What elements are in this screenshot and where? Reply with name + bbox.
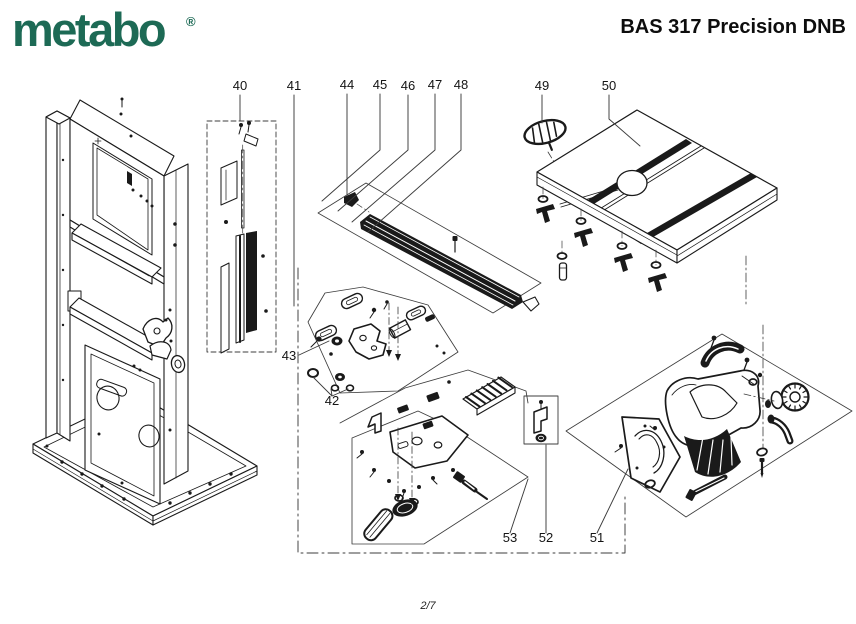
- part-label-50: 50: [602, 78, 616, 93]
- metabo-logo: metabo: [12, 3, 167, 56]
- table-insert-pad: [339, 369, 529, 424]
- part-leader-lines: [239, 93, 641, 534]
- part-label-46: 46: [401, 78, 415, 93]
- table-top-50: [536, 109, 778, 264]
- trunnion-cluster-51: [565, 333, 853, 518]
- part-label-43: 43: [282, 348, 296, 363]
- part-label-49: 49: [535, 78, 549, 93]
- part-label-42: 42: [325, 393, 339, 408]
- fence-rail-assembly: [317, 182, 542, 314]
- page-title: BAS 317 Precision DNB: [620, 16, 846, 38]
- frame-lower-panel: [84, 344, 161, 505]
- frame-left-post: [45, 110, 82, 442]
- part-label-48: 48: [454, 77, 468, 92]
- part-label-52: 52: [539, 530, 553, 545]
- lock-knob-49: [523, 118, 567, 151]
- tension-bracket-cluster-53: [351, 410, 529, 545]
- part-label-47: 47: [428, 77, 442, 92]
- part-label-44: 44: [340, 77, 354, 92]
- part-label-53: 53: [503, 530, 517, 545]
- stop-bracket-box-52: [523, 395, 559, 445]
- part-label-45: 45: [373, 77, 387, 92]
- page-number: 2/7: [420, 600, 436, 612]
- registered-trademark-icon: ®: [186, 14, 196, 29]
- bandsaw-frame: [32, 97, 258, 526]
- part-label-41: 41: [287, 78, 301, 93]
- section-boundary-lines: [297, 267, 626, 554]
- part-label-40: 40: [233, 78, 247, 93]
- blade-guide-cluster-42-43: [307, 286, 459, 394]
- blade-guard-box-40: [206, 120, 277, 354]
- part-labels: 40 41 44 45 46 47 48 49 50 43 42 53 52 5…: [233, 77, 616, 545]
- clamp-knob-51: [765, 382, 810, 412]
- part-label-51: 51: [590, 530, 604, 545]
- frame-lower-brace: [69, 297, 173, 361]
- frame-middle-shelf: [71, 223, 162, 285]
- saw-table-assembly: [523, 109, 778, 449]
- table-clamp-handles: [536, 186, 667, 292]
